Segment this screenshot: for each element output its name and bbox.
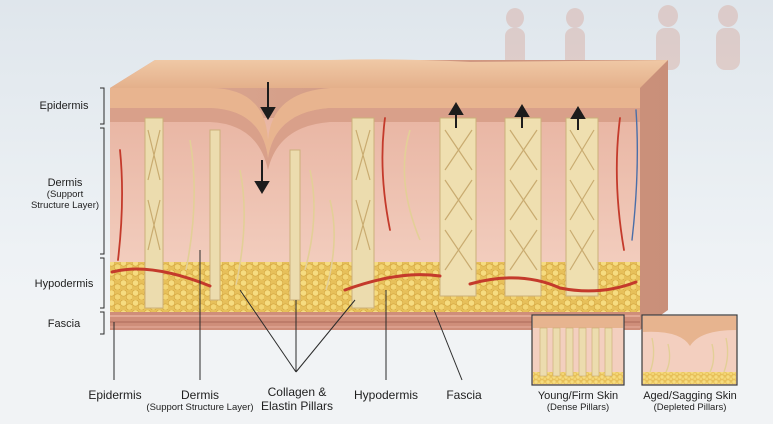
bottom-label-pillars-group: Collagen & Elastin Pillars	[254, 385, 340, 414]
blood-vessels	[110, 109, 639, 293]
inset-young-sub: (Dense Pillars)	[546, 401, 610, 413]
downward-pressure-arrows	[254, 82, 276, 194]
left-label-dermis-sub: (Support Structure Layer)	[30, 188, 100, 211]
dermis-layer	[110, 118, 640, 278]
background-anatomy-posters	[505, 5, 740, 70]
epidermis-lower	[110, 108, 640, 170]
inset-young-title: Young/Firm Skin	[537, 390, 619, 402]
leader-lines	[113, 250, 463, 381]
left-layer-brackets	[100, 87, 105, 335]
upward-support-arrows	[448, 102, 586, 130]
hypodermis-fat-layer	[110, 262, 640, 312]
inset-aged-title: Aged/Sagging Skin	[643, 390, 737, 402]
bottom-label-hypodermis: Hypodermis	[353, 388, 419, 402]
left-label-epidermis: Epidermis	[39, 100, 89, 112]
bottom-label-dermis-sub: (Support Structure Layer)	[146, 401, 254, 413]
bottom-label-dermis: Dermis	[181, 388, 219, 402]
pillar	[209, 129, 221, 301]
bottom-label-pillars-line1: Collagen &	[267, 385, 327, 399]
pillar	[565, 117, 599, 297]
loose-fibers	[185, 129, 421, 291]
left-label-hypodermis: Hypodermis	[34, 278, 94, 290]
inset-aged-skin	[641, 314, 738, 386]
left-label-fascia: Fascia	[47, 318, 81, 330]
pillar-twist-lines	[147, 129, 595, 271]
bottom-label-pillars-line2: Elastin Pillars	[260, 398, 334, 413]
epidermis-layer	[110, 88, 640, 158]
pillar	[144, 117, 164, 309]
inset-aged-sub: (Depleted Pillars)	[653, 401, 727, 413]
bottom-label-fascia: Fascia	[446, 388, 482, 402]
pillar	[289, 149, 301, 301]
left-label-dermis-group: Dermis (Support Structure Layer)	[30, 177, 100, 211]
left-label-dermis: Dermis	[47, 177, 83, 189]
bottom-label-epidermis: Epidermis	[88, 388, 142, 402]
bottom-label-dermis-group: Dermis (Support Structure Layer)	[140, 388, 260, 414]
inset-young-caption: Young/Firm Skin (Dense Pillars)	[520, 390, 636, 414]
pillar	[351, 117, 375, 309]
block-top-surface	[110, 59, 668, 88]
inset-aged-caption: Aged/Sagging Skin (Depleted Pillars)	[634, 390, 746, 414]
inset-young-skin	[531, 314, 625, 386]
